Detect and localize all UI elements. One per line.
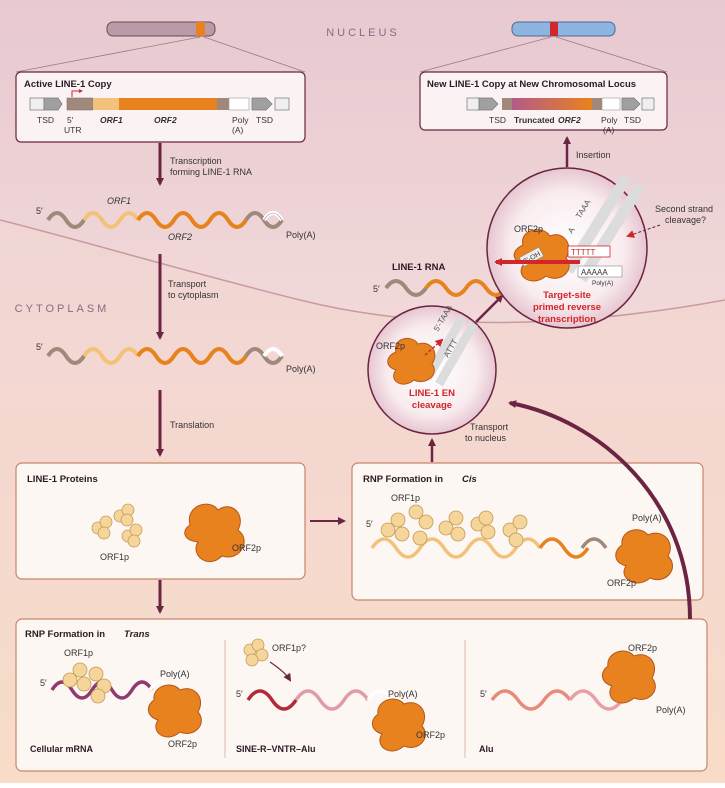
transport-cyto-label-1: Transport bbox=[168, 279, 207, 289]
new-line1-copy-box: New LINE-1 Copy at New Chromosomal Locus… bbox=[419, 71, 668, 135]
en-cleavage-circle: 5′-TAAA ATTT ORF2p LINE-1 EN cleavage bbox=[367, 303, 497, 435]
orf1p-cluster bbox=[91, 503, 143, 548]
cis-5prime: 5′ bbox=[366, 519, 373, 529]
rna1-polya: Poly(A) bbox=[286, 230, 316, 240]
p2-orf2p: ORF2p bbox=[416, 730, 445, 740]
p2-5prime: 5′ bbox=[236, 689, 243, 699]
cis-polya-label: Poly(A) bbox=[632, 513, 662, 523]
orf2p-protein bbox=[184, 503, 245, 563]
transport-nuc-label-2: to nucleus bbox=[465, 433, 507, 443]
new-copy-title: New LINE-1 Copy at New Chromosomal Locus bbox=[427, 79, 636, 90]
line1-rna-label: LINE-1 RNA bbox=[392, 262, 445, 273]
tprt-orf2p: ORF2p bbox=[514, 224, 543, 234]
second-strand-1: Second strand bbox=[655, 204, 713, 214]
rnp-trans-box: RNP Formation in Trans 5′ ORF1p Poly(A) … bbox=[15, 618, 708, 772]
new-tsd-left-label: TSD bbox=[489, 115, 506, 125]
p1-polya: Poly(A) bbox=[160, 669, 190, 679]
p2-orf1p: ORF1p? bbox=[272, 643, 306, 653]
tprt-aaaaa: AAAAA bbox=[581, 268, 608, 277]
tprt-seq-top2: A bbox=[566, 225, 577, 235]
tprt-tttt: TTTTT bbox=[571, 248, 596, 257]
poly-label: Poly bbox=[232, 115, 249, 125]
rna1-orf2: ORF2 bbox=[168, 232, 192, 242]
transcription-label-1: Transcription bbox=[170, 156, 222, 166]
cis-orf2p bbox=[615, 529, 673, 584]
tsd-left-label: TSD bbox=[37, 115, 54, 125]
insertion-label: Insertion bbox=[576, 150, 611, 160]
rna2-5prime: 5′ bbox=[36, 342, 43, 352]
trans-panel-alu: 5′ ORF2p Poly(A) Alu bbox=[479, 643, 686, 754]
cis-orf1p-label: ORF1p bbox=[391, 493, 420, 503]
translation-label: Translation bbox=[170, 420, 214, 430]
second-strand-2: cleavage? bbox=[665, 215, 706, 225]
truncated-label: Truncated bbox=[514, 115, 555, 125]
en-to-tprt-arrow bbox=[475, 294, 504, 323]
p3-label: Alu bbox=[479, 744, 494, 754]
orf2p-label: ORF2p bbox=[232, 543, 261, 553]
trans-to-nucleus-arrow bbox=[508, 400, 692, 620]
new-poly-label: Poly bbox=[601, 115, 618, 125]
new-poly-a-label: (A) bbox=[603, 125, 615, 135]
rna1-orf1: ORF1 bbox=[107, 196, 131, 206]
utr-5-label: 5′ bbox=[67, 115, 74, 125]
active-copy-title: Active LINE-1 Copy bbox=[24, 79, 112, 90]
en-orf2p: ORF2p bbox=[376, 341, 405, 351]
p3-orf2p: ORF2p bbox=[628, 643, 657, 653]
transport-nuc-label-1: Transport bbox=[470, 422, 509, 432]
chromosome-right bbox=[419, 21, 668, 73]
rna1-5prime: 5′ bbox=[36, 206, 43, 216]
cytoplasm-label: CYTOPLASM bbox=[15, 303, 110, 315]
trans-panel-sine-vntr-alu: ORF1p? 5′ Poly(A) ORF2p SINE-R–VNTR–Alu bbox=[236, 638, 445, 754]
new-tsd-right-label: TSD bbox=[624, 115, 641, 125]
en-title-2: cleavage bbox=[412, 400, 452, 411]
truncated-orf2-label: ORF2 bbox=[558, 115, 581, 125]
poly-a-label: (A) bbox=[232, 125, 244, 135]
orf1p-label: ORF1p bbox=[100, 552, 129, 562]
p3-5prime: 5′ bbox=[480, 689, 487, 699]
proteins-title: LINE-1 Proteins bbox=[27, 474, 98, 485]
tprt-circle: TAAA A ORF2p 3′-OH TTTTT AAAAA Poly(A) T… bbox=[486, 167, 661, 329]
line1-rna-nuclear: 5′ ORF1 ORF2 Poly(A) bbox=[36, 196, 316, 242]
line1-rna-5prime: 5′ bbox=[373, 284, 380, 294]
utr-label: UTR bbox=[64, 125, 81, 135]
orf1-label: ORF1 bbox=[100, 115, 123, 125]
p2-label: SINE-R–VNTR–Alu bbox=[236, 744, 316, 754]
trans-title-prefix: RNP Formation in bbox=[25, 629, 105, 640]
cis-title-italic: Cis bbox=[462, 474, 477, 485]
active-line1-copy-box: Active LINE-1 Copy TSD 5′ UTR ORF1 ORF2 … bbox=[15, 71, 306, 143]
trans-title-italic: Trans bbox=[124, 629, 150, 640]
cis-orf1p-cluster bbox=[380, 504, 528, 548]
line1-rna-cytoplasm: 5′ Poly(A) bbox=[36, 342, 316, 374]
rna2-polya: Poly(A) bbox=[286, 364, 316, 374]
p1-label: Cellular mRNA bbox=[30, 744, 94, 754]
line1-proteins-box: LINE-1 Proteins ORF1p ORF2p bbox=[15, 462, 306, 580]
chromosome-left bbox=[15, 21, 306, 73]
tsd-right-label: TSD bbox=[256, 115, 273, 125]
tprt-polya: Poly(A) bbox=[592, 280, 613, 287]
transport-cyto-label-2: to cytoplasm bbox=[168, 290, 219, 300]
p1-orf1p: ORF1p bbox=[64, 648, 93, 658]
p2-polya: Poly(A) bbox=[388, 689, 418, 699]
tprt-title-2: primed reverse bbox=[533, 302, 601, 313]
p1-orf2p: ORF2p bbox=[168, 739, 197, 749]
orf2-label: ORF2 bbox=[154, 115, 177, 125]
p1-5prime: 5′ bbox=[40, 678, 47, 688]
trans-panel-cellular-mrna: 5′ ORF1p Poly(A) ORF2p Cellular mRNA bbox=[30, 648, 202, 754]
p3-polya: Poly(A) bbox=[656, 705, 686, 715]
cis-title-prefix: RNP Formation in bbox=[363, 474, 443, 485]
rnp-cis-box: RNP Formation in Cis 5′ ORF1p Poly(A) OR… bbox=[351, 462, 704, 601]
transcription-label-2: forming LINE-1 RNA bbox=[170, 167, 252, 177]
tprt-title-1: Target-site bbox=[543, 290, 591, 301]
en-title-1: LINE-1 EN bbox=[409, 388, 455, 399]
tprt-title-3: transcription bbox=[538, 314, 596, 325]
nucleus-label: NUCLEUS bbox=[326, 27, 400, 39]
cis-orf2p-label: ORF2p bbox=[607, 578, 636, 588]
line1-rna-entering: LINE-1 RNA 5′ bbox=[373, 262, 508, 297]
